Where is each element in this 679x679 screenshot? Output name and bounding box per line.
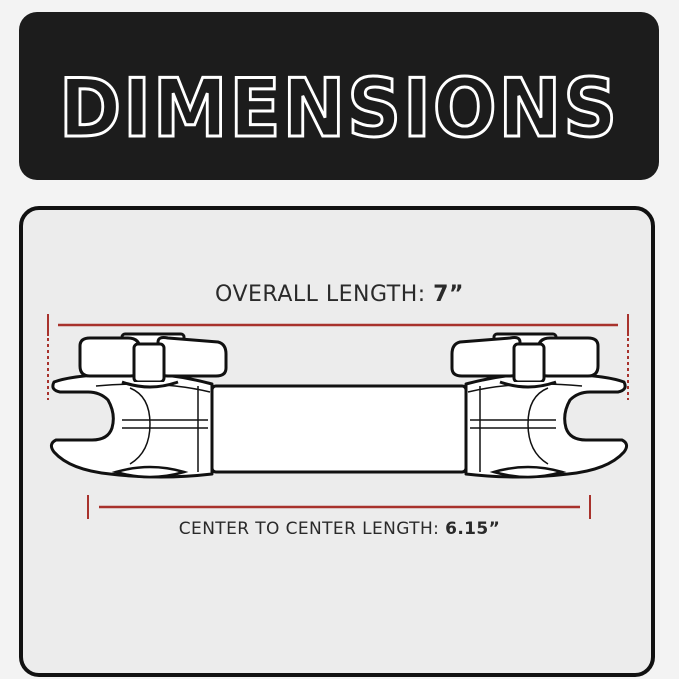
page-title: DIMENSIONS: [59, 62, 619, 155]
overall-length-text: OVERALL LENGTH:: [215, 282, 434, 307]
left-knob: [78, 332, 228, 389]
center-to-center-value: 6.15”: [445, 519, 501, 539]
center-to-center-line: [87, 495, 591, 519]
center-to-center-text: CENTER TO CENTER LENGTH:: [178, 519, 446, 539]
overall-length-label: OVERALL LENGTH: 7”: [0, 282, 679, 307]
arm-tube: [210, 384, 468, 474]
title-banner: DIMENSIONS: [19, 12, 659, 180]
title-svg: DIMENSIONS: [58, 61, 619, 157]
overall-length-value: 7”: [433, 282, 464, 307]
overall-length-line: [47, 314, 629, 400]
center-to-center-label: CENTER TO CENTER LENGTH: 6.15”: [0, 519, 679, 539]
right-knob: [450, 332, 600, 389]
